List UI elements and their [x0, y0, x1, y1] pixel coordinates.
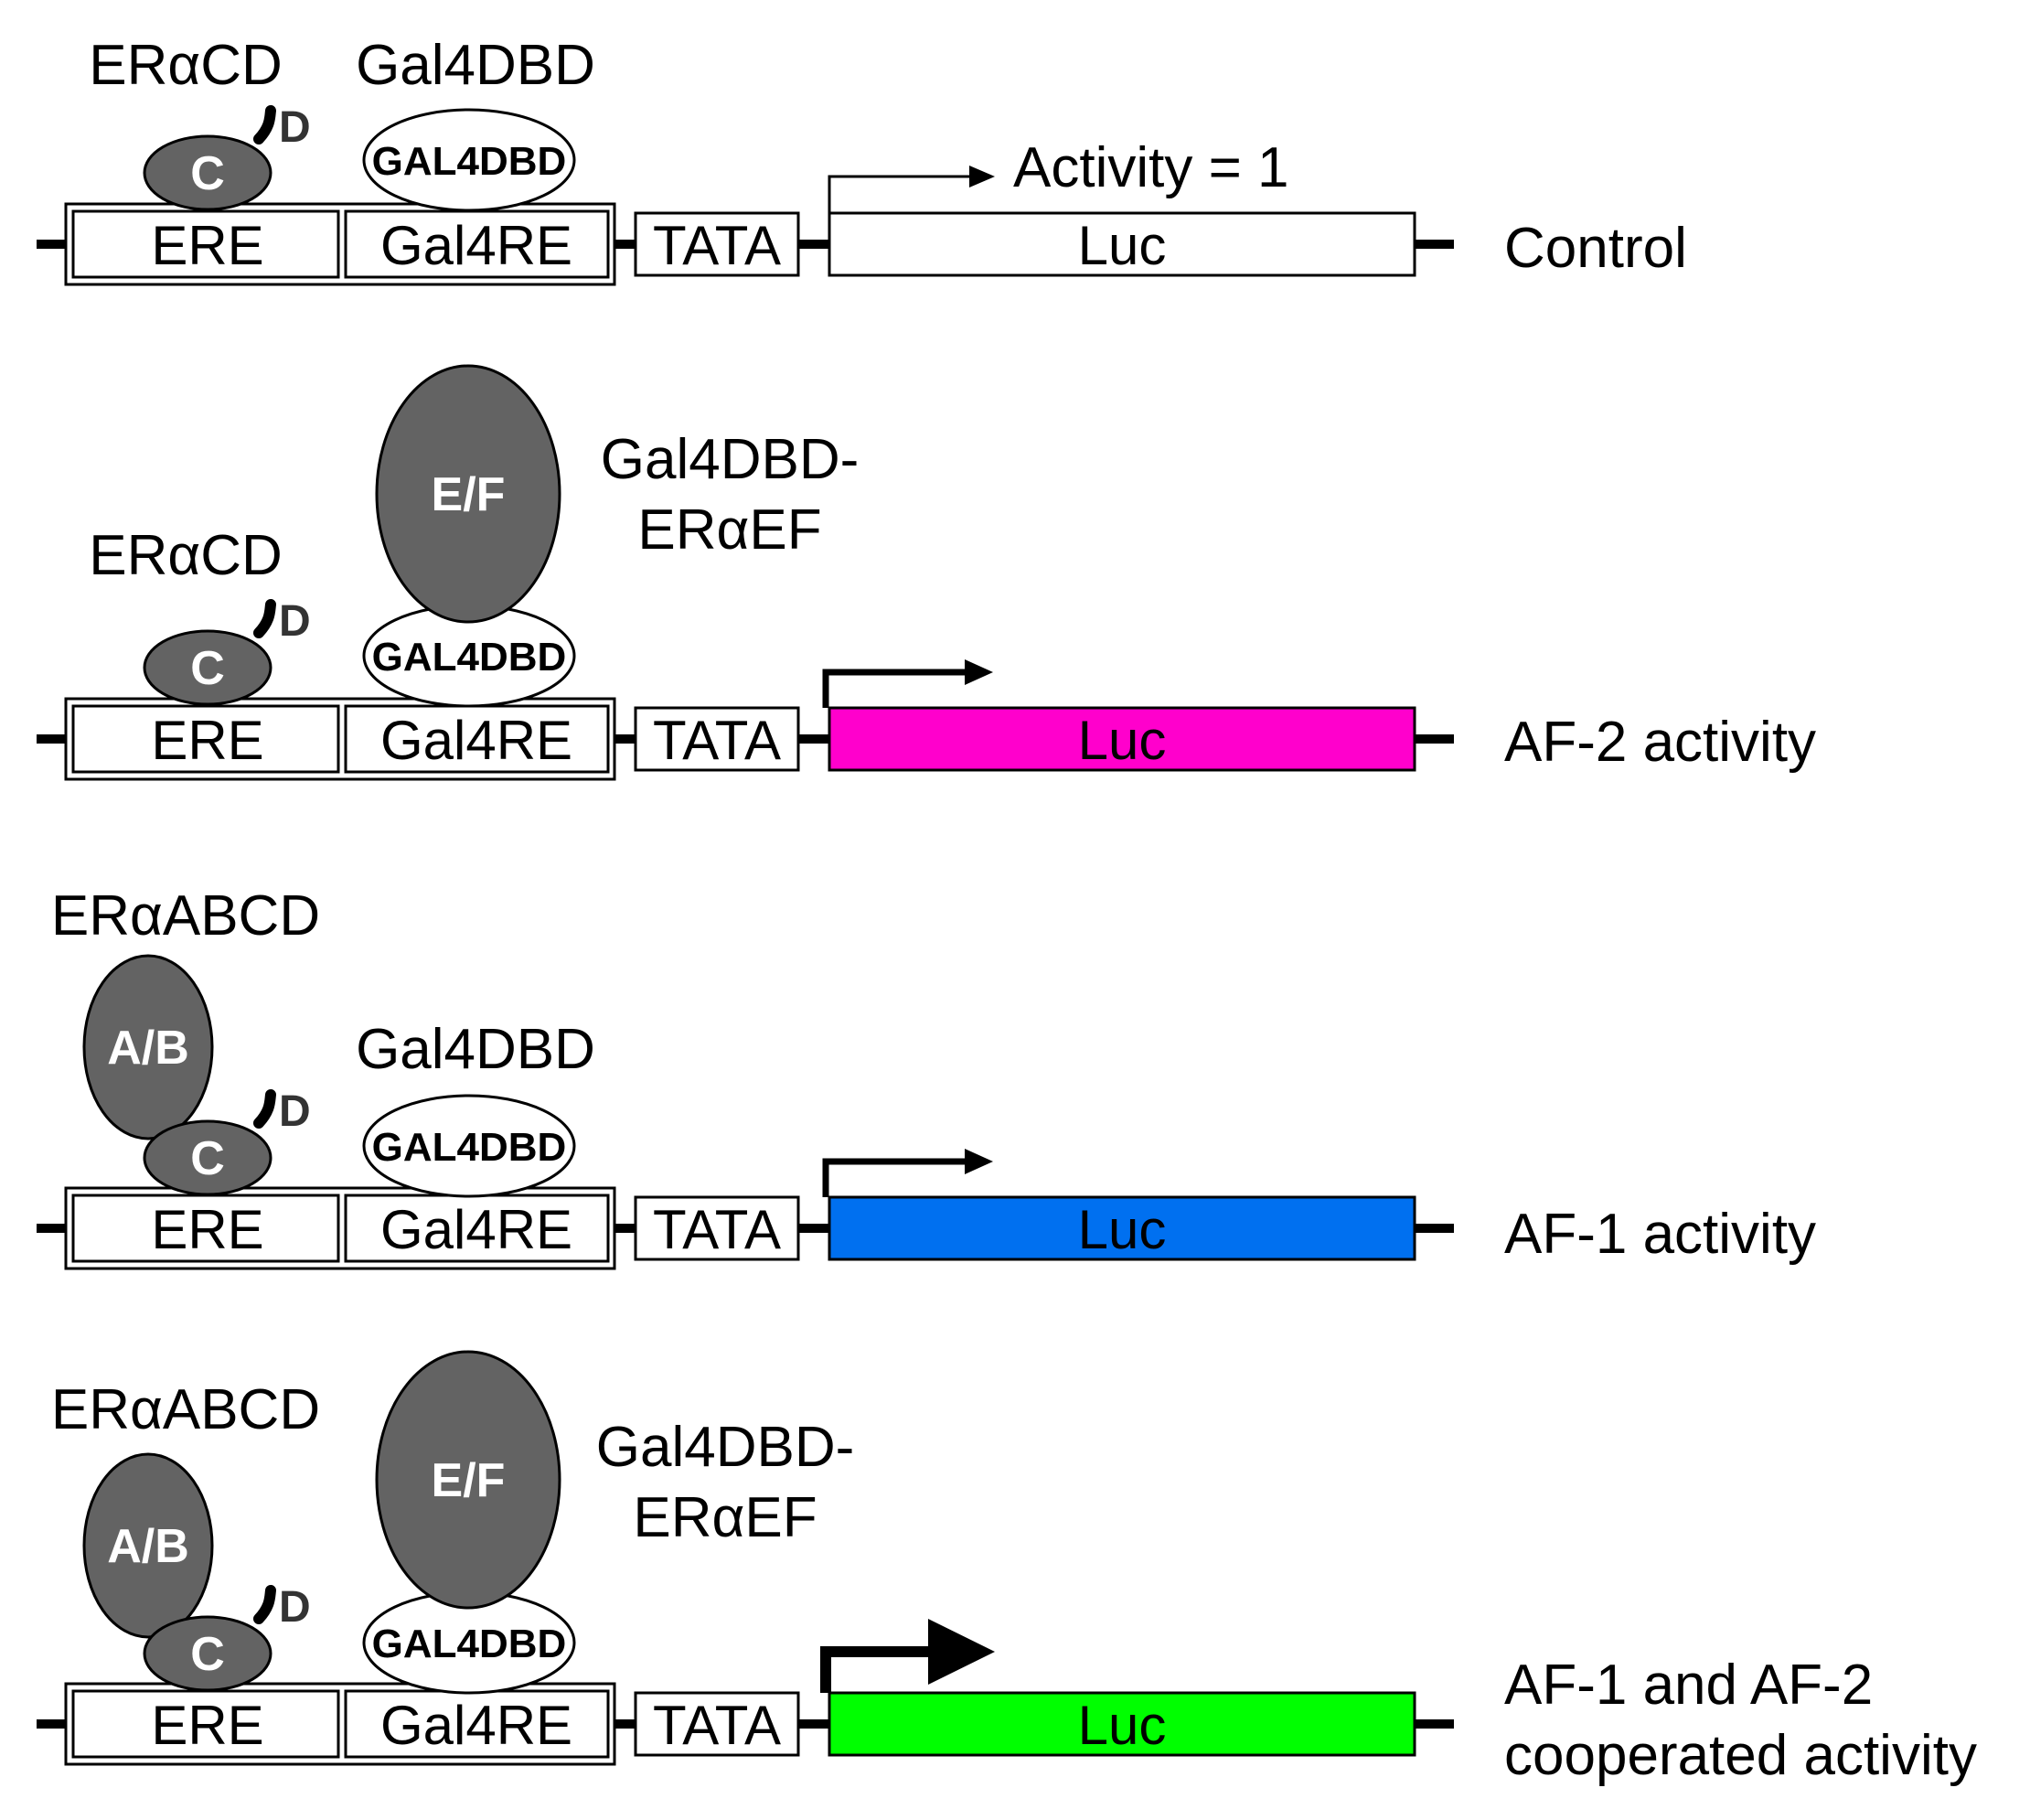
c-domain-label: C	[190, 1132, 225, 1185]
panel-af1: ERE Gal4RE TATA Luc A/B D C ERαABCD GAL4…	[37, 884, 1816, 1270]
gal4dbd-oval	[362, 108, 576, 212]
gal4re-label: Gal4RE	[380, 1695, 572, 1756]
gal4re-label: Gal4RE	[380, 1199, 572, 1260]
result-label: AF-2 activity	[1504, 711, 1816, 774]
ere-label: ERE	[151, 1199, 263, 1260]
d-hinge	[253, 1089, 276, 1129]
gal4re-label: Gal4RE	[380, 215, 572, 276]
tata-box	[634, 706, 800, 772]
result-label: Control	[1504, 217, 1687, 280]
luc-label: Luc	[1078, 1695, 1167, 1756]
ere-label: ERE	[151, 710, 263, 771]
ere-box	[71, 1689, 340, 1759]
transcription-arrow-shaft	[820, 1646, 933, 1693]
luc-label: Luc	[1078, 1199, 1167, 1260]
d-domain-label: D	[279, 103, 311, 152]
d-domain-label: D	[279, 1087, 311, 1136]
transcription-arrow-shaft	[822, 1158, 969, 1197]
gal4dbd-oval-label: GAL4DBD	[372, 1125, 567, 1170]
tata-box	[634, 211, 800, 277]
gal4dbd-oval-label: GAL4DBD	[372, 1622, 567, 1666]
tata-label: TATA	[653, 215, 781, 276]
left-protein-label: ERαABCD	[51, 884, 320, 947]
luc-box-coop	[828, 1691, 1416, 1757]
c-domain	[143, 134, 272, 211]
luc-box-af2	[828, 706, 1416, 772]
tata-label: TATA	[653, 1199, 781, 1260]
transcription-arrow-shaft	[822, 669, 969, 708]
ef-domain	[375, 1350, 561, 1610]
c-domain	[143, 1615, 272, 1692]
right-protein-label: Gal4DBD	[356, 1018, 595, 1081]
ere-label: ERE	[151, 215, 263, 276]
luc-box-af1	[828, 1195, 1416, 1261]
panel-control: ERE Gal4RE TATA Luc Activity = 1 D C ERα…	[37, 34, 1687, 286]
transcription-arrow-head	[969, 166, 995, 187]
ere-box	[71, 209, 340, 279]
left-protein-label: ERαCD	[89, 524, 283, 587]
ere-label: ERE	[151, 1695, 263, 1756]
c-domain-label: C	[190, 1628, 225, 1681]
gal4dbd-oval-label: GAL4DBD	[372, 635, 567, 680]
c-domain	[143, 1119, 272, 1196]
ab-domain	[82, 954, 214, 1140]
c-domain-label: C	[190, 147, 225, 200]
gal4re-box	[344, 1194, 610, 1263]
ef-domain	[375, 364, 561, 624]
tata-box	[634, 1691, 800, 1757]
panel-coop: ERE Gal4RE TATA Luc A/B D C ERαABCD GAL4…	[37, 1350, 1977, 1787]
gal4re-label: Gal4RE	[380, 710, 572, 771]
tata-label: TATA	[653, 710, 781, 771]
transcription-arrow-head	[928, 1619, 995, 1685]
d-hinge	[253, 105, 276, 145]
tata-box	[634, 1195, 800, 1261]
luc-label: Luc	[1078, 215, 1167, 276]
ab-domain	[82, 1452, 214, 1639]
left-protein-label: ERαCD	[89, 34, 283, 97]
transcription-arrow-shaft	[828, 175, 969, 213]
right-protein-label-line2: ERαEF	[637, 498, 821, 562]
gal4dbd-oval	[362, 1094, 576, 1198]
transcription-arrow-head	[965, 659, 993, 685]
ef-domain-label: E/F	[432, 1454, 506, 1507]
activity-label: Activity = 1	[1013, 136, 1289, 199]
d-hinge	[253, 599, 276, 638]
luc-box-control	[828, 211, 1416, 277]
left-protein-label: ERαABCD	[51, 1378, 320, 1441]
luc-label: Luc	[1078, 710, 1167, 771]
result-label: AF-1 activity	[1504, 1203, 1816, 1266]
gal4re-box	[344, 1689, 610, 1759]
ere-box	[71, 704, 340, 774]
right-protein-label-line1: Gal4DBD-	[601, 428, 860, 491]
c-domain-label: C	[190, 642, 225, 695]
ab-domain-label: A/B	[107, 1520, 189, 1573]
result-label-line2: cooperated activity	[1504, 1724, 1977, 1787]
d-domain-label: D	[279, 1583, 311, 1632]
ab-domain-label: A/B	[107, 1022, 189, 1075]
panel-af2: ERE Gal4RE TATA Luc D C ERαCD GAL4DBD E/…	[37, 364, 1816, 781]
ere-box	[71, 1194, 340, 1263]
result-label-line1: AF-1 and AF-2	[1504, 1654, 1873, 1717]
right-protein-label-line1: Gal4DBD-	[596, 1416, 855, 1479]
gal4dbd-oval-label: GAL4DBD	[372, 139, 567, 184]
c-domain	[143, 629, 272, 706]
transcription-arrow-head	[965, 1149, 993, 1174]
d-hinge	[253, 1585, 276, 1624]
ef-domain-label: E/F	[432, 468, 506, 521]
gal4re-box	[344, 704, 610, 774]
d-domain-label: D	[279, 597, 311, 646]
tata-label: TATA	[653, 1695, 781, 1756]
right-protein-label: Gal4DBD	[356, 34, 595, 97]
right-protein-label-line2: ERαEF	[633, 1486, 817, 1549]
